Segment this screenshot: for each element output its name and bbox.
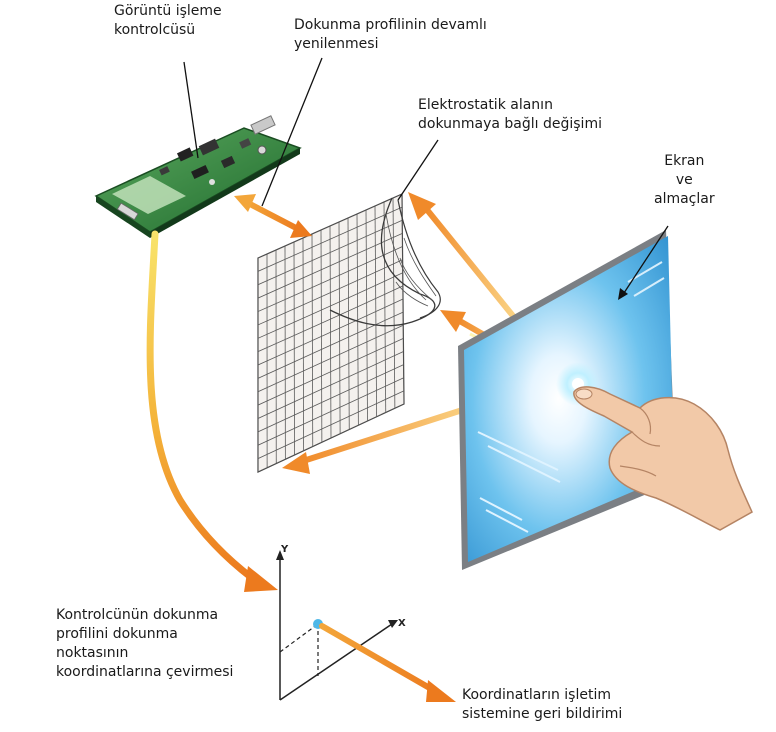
- label-line: Elektrostatik alanın: [418, 97, 553, 113]
- finger-hand: [573, 386, 753, 531]
- image-processing-controller-board: [94, 115, 302, 238]
- mesh-line-horizontal: [258, 259, 403, 326]
- coordinates-to-os-arrow: [319, 623, 456, 702]
- mesh-line-horizontal: [258, 351, 404, 419]
- label-line: kontrolcüsü: [114, 22, 196, 38]
- mesh-line-horizontal: [258, 338, 404, 406]
- mesh-line-horizontal: [258, 377, 404, 446]
- label-line: Ekran: [664, 153, 705, 169]
- x-axis-label: X: [398, 618, 406, 629]
- mesh-line-horizontal: [258, 298, 404, 366]
- label-screen-and-receptors: Ekran ve almaçlar: [654, 152, 715, 209]
- mesh-line-horizontal: [258, 324, 404, 393]
- mesh-line-horizontal: [258, 246, 403, 312]
- board-mesh-refresh-arrow: [234, 194, 312, 238]
- label-line: Kontrolcünün dokunma: [56, 607, 219, 623]
- label-line: Görüntü işleme: [114, 3, 222, 19]
- label-line: dokunmaya bağlı değişimi: [418, 116, 602, 132]
- touchscreen-panel: [458, 230, 676, 570]
- y-axis-label: Y: [281, 544, 289, 555]
- mesh-line-horizontal: [258, 219, 403, 286]
- controller-to-coordinates-arrow: [146, 230, 278, 592]
- mesh-line-horizontal: [258, 311, 404, 379]
- label-line: koordinatlarına çevirmesi: [56, 664, 234, 680]
- label-line: noktasının: [56, 645, 129, 661]
- screen-leader-arrowhead: [618, 288, 628, 300]
- label-os-report: Koordinatların işletim sistemine geri bi…: [462, 686, 622, 724]
- electrostatic-field-mesh: [257, 193, 441, 473]
- label-line: Dokunma profilinin devamlı: [294, 17, 487, 33]
- label-electrostatic-change: Elektrostatik alanın dokunmaya bağlı değ…: [418, 96, 602, 134]
- label-line: profilini dokunma: [56, 626, 178, 642]
- mesh-line-horizontal: [258, 285, 404, 352]
- label-line: yenilenmesi: [294, 36, 379, 52]
- label-line: ve: [675, 172, 693, 188]
- mesh-line-horizontal: [258, 272, 403, 339]
- label-line: sistemine geri bildirimi: [462, 706, 623, 722]
- mesh-line-horizontal: [258, 233, 403, 299]
- label-controller-conversion: Kontrolcünün dokunma profilini dokunma n…: [56, 606, 233, 682]
- label-touch-profile-refresh: Dokunma profilinin devamlı yenilenmesi: [294, 16, 487, 54]
- label-line: Koordinatların işletim: [462, 687, 611, 703]
- mesh-line-horizontal: [258, 390, 404, 459]
- label-line: almaçlar: [654, 191, 715, 207]
- coordinate-axes: [276, 550, 398, 701]
- label-image-processing-controller: Görüntü işleme kontrolcüsü: [114, 2, 222, 40]
- mesh-line-horizontal: [258, 364, 404, 433]
- label-leader-lines: [183, 57, 669, 297]
